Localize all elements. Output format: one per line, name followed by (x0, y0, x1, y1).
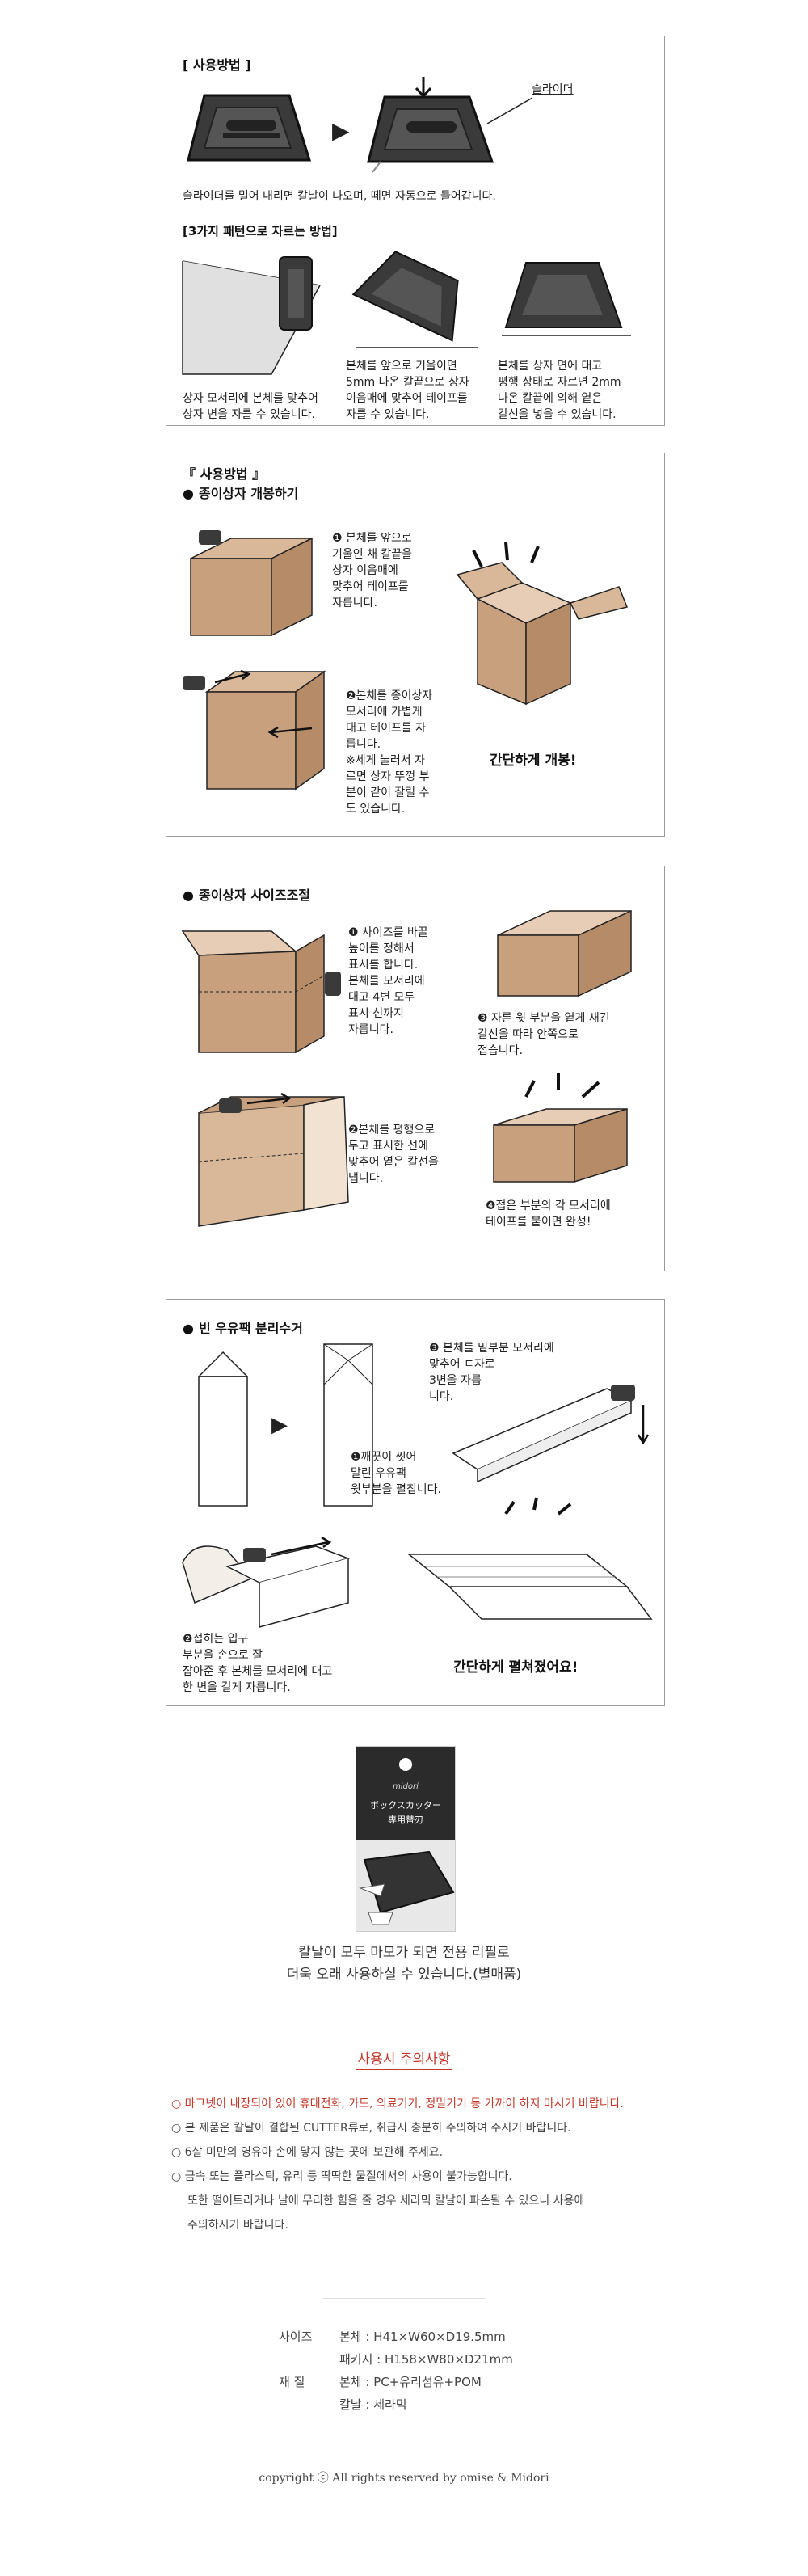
box-mark-illustration (181, 930, 341, 1054)
pattern1-illustration (182, 256, 321, 375)
caution-item-2: ○ 본 제품은 칼날이 결합된 CUTTER류로, 취급시 충분히 주의하여 주… (171, 2122, 571, 2135)
box-resize-heading: 종이상자 사이즈조절 (183, 884, 310, 904)
pattern2-illustration (351, 251, 478, 348)
caution-item-1: ○ 마그넷이 내장되어 있어 휴대전화, 카드, 의료기기, 정밀기기 등 가까… (171, 2097, 624, 2110)
arrow-right-icon: ▶ (332, 117, 350, 144)
pattern3-illustration (502, 262, 631, 336)
package-brand: midori (393, 1782, 419, 1791)
slider-label: 슬라이더 (532, 83, 574, 96)
box-taped-illustration (493, 1073, 628, 1183)
milk-carton-result: 간단하게 펼쳐졌어요! (453, 1659, 579, 1676)
box-opening-result: 간단하게 개봉! (490, 753, 577, 769)
circle-icon: ○ (171, 2170, 182, 2183)
refill-cutter-illustration (359, 1850, 455, 1925)
circle-icon: ○ (171, 2097, 182, 2110)
size-body: 본체 : H41×W60×D19.5mm (339, 2329, 506, 2344)
usage-description: 슬라이더를 밀어 내리면 칼날이 나오며, 떼면 자동으로 들어갑니다. (183, 190, 496, 203)
usage-title-2: 『 사용방법 』 (183, 466, 266, 482)
usage-title: [ 사용방법 ] (183, 57, 251, 73)
box-score-illustration (198, 1092, 349, 1227)
milk-carton-cut-bottom-illustration (452, 1385, 650, 1483)
caution-extra-2: 주의하시기 바랍니다. (187, 2219, 288, 2232)
circle-icon: ○ (171, 2122, 182, 2135)
material-body: 본체 : PC+유리섬유+POM (339, 2375, 482, 2389)
material-blade: 칼날 : 세라믹 (339, 2397, 407, 2412)
milk-carton-open-illustration (323, 1343, 373, 1507)
box-cut-top-illustration (190, 530, 313, 637)
package-line2: 専用替刃 (388, 1815, 423, 1825)
caution-extra-1: 또한 떨어트리거나 날에 무리한 힘을 줄 경우 세라믹 칼날이 파손될 수 있… (187, 2194, 585, 2207)
usage-panel: [ 사용방법 ] ▶ 슬라이더 슬라이더를 밀어 내리면 칼날이 나오며, 떼면… (166, 36, 665, 426)
caution-title: 사용시 주의사항 (357, 2051, 451, 2068)
cutter-illustration (187, 94, 312, 162)
package-line1: ボックスカッター (370, 1800, 441, 1811)
box-open-illustration (456, 542, 629, 706)
circle-icon: ○ (171, 2146, 182, 2159)
material-label: 재 질 (279, 2375, 305, 2389)
box-cut-side-illustration (183, 669, 326, 791)
size-label: 사이즈 (279, 2329, 313, 2344)
copyright: copyright ⓒ All rights reserved by omise… (259, 2472, 549, 2485)
arrow-right-icon: ▶ (271, 1413, 288, 1437)
refill-package: midori ボックスカッター 専用替刃 (356, 1746, 456, 1932)
cutter-slider-illustration (367, 77, 494, 173)
milk-carton-hand-cut-illustration (182, 1536, 351, 1628)
size-package: 패키지 : H158×W80×D21mm (339, 2352, 513, 2367)
milk-carton-flat-illustration (406, 1497, 653, 1620)
pattern-subtitle: [3가지 패턴으로 자르는 방법] (183, 224, 338, 238)
milk-carton-closed-illustration (197, 1351, 249, 1507)
milk-carton-heading: 빈 우유팩 분리수거 (183, 1318, 303, 1337)
caution-item-3: ○ 6살 미만의 영유아 손에 닿지 않는 곳에 보관해 주세요. (171, 2146, 444, 2159)
box-opening-heading: 종이상자 개봉하기 (183, 483, 298, 502)
box-lowered-illustration (497, 909, 632, 997)
caution-item-4: ○ 금속 또는 플라스틱, 유리 등 딱딱한 물질에서의 사용이 불가능합니다. (171, 2170, 512, 2183)
caution-title-underline (356, 2069, 452, 2070)
slider-pointer (486, 97, 533, 124)
refill-text: 칼날이 모두 마모가 되면 전용 리필로 더욱 오래 사용하실 수 있습니다.(… (286, 1945, 522, 1983)
package-hang-hole (399, 1758, 412, 1771)
divider (323, 2298, 485, 2299)
